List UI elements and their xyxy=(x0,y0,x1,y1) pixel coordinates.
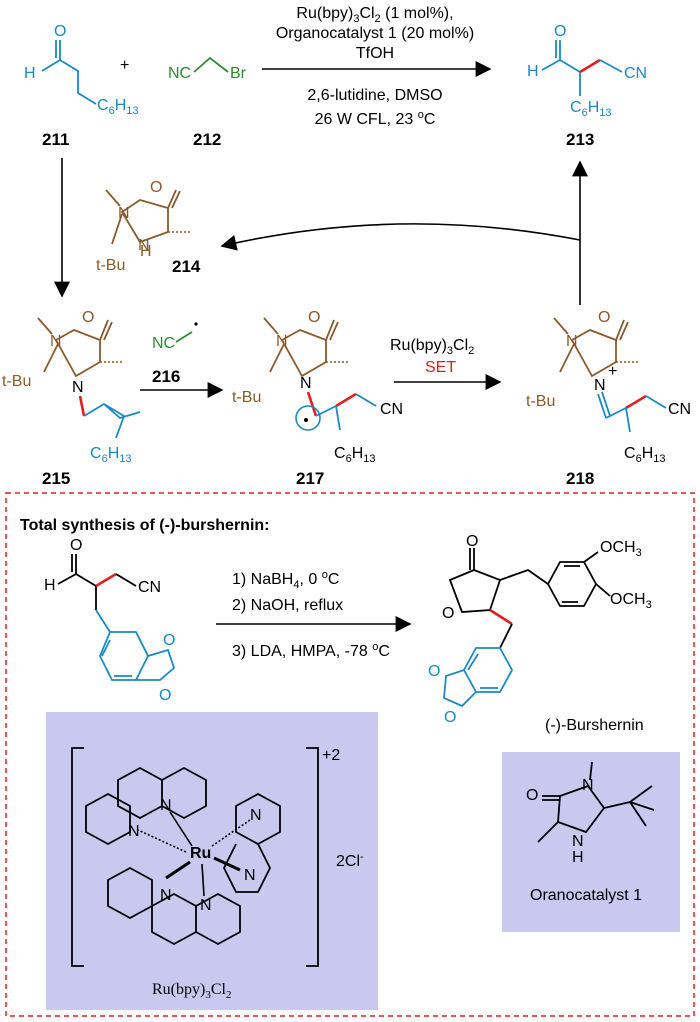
svg-text:H: H xyxy=(44,577,56,594)
svg-text:C6H13: C6H13 xyxy=(334,445,376,465)
cond-3: TfOH xyxy=(356,45,394,62)
svg-text:N: N xyxy=(138,237,150,254)
svg-text:N: N xyxy=(566,333,578,350)
label-212: 212 xyxy=(193,130,221,149)
svg-text:O: O xyxy=(598,309,610,326)
svg-text:N: N xyxy=(250,807,262,824)
svg-text:+: + xyxy=(608,363,617,380)
svg-text:N: N xyxy=(244,867,256,884)
svg-text:N: N xyxy=(128,823,140,840)
svg-text:O: O xyxy=(466,533,478,550)
svg-text:O: O xyxy=(444,709,456,726)
synthesis-box xyxy=(5,492,695,1017)
svg-text:CN: CN xyxy=(380,401,403,418)
svg-text:N: N xyxy=(160,887,172,904)
svg-text:OCH3: OCH3 xyxy=(610,591,652,611)
step-3: 3) LDA, HMPA, -78 oC xyxy=(232,641,390,660)
svg-text:O: O xyxy=(526,787,538,804)
svg-text:O: O xyxy=(163,632,175,649)
cond-2: Organocatalyst 1 (20 mol%) xyxy=(276,25,474,42)
svg-text:CN: CN xyxy=(624,65,647,82)
substituent-211: C6H13 xyxy=(97,97,139,117)
svg-text:N: N xyxy=(572,833,584,850)
ru-name: Ru(bpy)3Cl2 xyxy=(152,981,231,1001)
step-1: 1) NaBH4, 0 oC xyxy=(232,569,339,591)
svg-text:N: N xyxy=(50,333,62,350)
ru-reagent-mid: Ru(bpy)3Cl2 xyxy=(390,337,474,357)
svg-text:2Cl-: 2Cl- xyxy=(336,851,364,870)
svg-text:C6H13: C6H13 xyxy=(90,445,132,465)
svg-text:O: O xyxy=(442,605,454,622)
svg-text:C6H13: C6H13 xyxy=(624,445,666,465)
label-211: 211 xyxy=(42,130,69,149)
label-216: 216 xyxy=(152,367,180,386)
svg-text:N: N xyxy=(72,379,84,396)
compound-217: O N t-Bu N CN C6H13 xyxy=(232,309,403,465)
burshernin-precursor: H O CN O O xyxy=(44,537,175,704)
burshernin-product: O O OCH3 OCH3 O O xyxy=(428,533,652,726)
compound-214: O N H N t-Bu 214 xyxy=(96,179,201,276)
label-214: 214 xyxy=(172,257,201,276)
svg-text:t-Bu: t-Bu xyxy=(232,389,261,406)
compound-218: O N t-Bu N + CN C6H13 xyxy=(526,309,691,465)
svg-text:H: H xyxy=(527,63,539,80)
svg-text:CN: CN xyxy=(138,579,161,596)
label-215: 215 xyxy=(42,469,70,488)
svg-text:H: H xyxy=(572,849,584,866)
arrow-curved xyxy=(220,223,581,251)
aldehyde-h: H xyxy=(24,65,36,82)
svg-text:Ru: Ru xyxy=(190,845,211,862)
ru-complex: +2 2Cl- Ru N N N N N N xyxy=(71,747,364,967)
label-217: 217 xyxy=(296,469,324,488)
catalyst-name: Oranocatalyst 1 xyxy=(530,887,642,904)
svg-text:t-Bu: t-Bu xyxy=(526,393,555,410)
label-218: 218 xyxy=(566,469,594,488)
svg-text:N: N xyxy=(200,897,212,914)
compound-212: NC Br xyxy=(168,56,247,82)
svg-text:C6H13: C6H13 xyxy=(570,99,612,119)
burshernin-name: (-)-Burshernin xyxy=(545,717,644,734)
step-2: 2) NaOH, reflux xyxy=(232,597,343,614)
label-213: 213 xyxy=(566,130,594,149)
ru-panel xyxy=(46,712,378,1010)
plus-sign: + xyxy=(120,57,129,74)
svg-text:O: O xyxy=(159,687,171,704)
svg-text:+2: +2 xyxy=(322,747,340,764)
catalyst-panel xyxy=(502,752,680,932)
svg-text:O: O xyxy=(70,537,82,554)
cond-4: 2,6-lutidine, DMSO xyxy=(307,87,442,104)
svg-text:CN: CN xyxy=(668,401,691,418)
svg-text:O: O xyxy=(82,309,94,326)
compound-213: H O CN C6H13 xyxy=(527,23,647,119)
compound-215: O N t-Bu N C6H13 xyxy=(2,309,141,465)
nc-212: NC xyxy=(168,65,191,82)
svg-text:N: N xyxy=(118,205,130,222)
svg-text:OCH3: OCH3 xyxy=(600,539,642,559)
svg-text:O: O xyxy=(554,23,566,40)
svg-text:N: N xyxy=(300,375,312,392)
svg-text:t-Bu: t-Bu xyxy=(96,257,125,274)
br-212: Br xyxy=(230,65,247,82)
svg-text:O: O xyxy=(308,309,320,326)
svg-text:N: N xyxy=(582,777,594,794)
svg-text:O: O xyxy=(150,179,162,196)
cond-5: 26 W CFL, 23 oC xyxy=(315,109,436,128)
svg-text:H: H xyxy=(140,243,152,260)
svg-text:N: N xyxy=(160,797,172,814)
svg-text:N: N xyxy=(594,377,606,394)
svg-text:N: N xyxy=(276,333,288,350)
nc-216: NC xyxy=(152,335,175,352)
box-title: Total synthesis of (-)-burshernin: xyxy=(20,517,269,534)
svg-text:t-Bu: t-Bu xyxy=(2,373,31,390)
organocatalyst-1: O N N H xyxy=(526,761,655,866)
set-label: SET xyxy=(425,359,456,376)
aldehyde-o: O xyxy=(54,23,66,40)
cond-1: Ru(bpy)3Cl2 (1 mol%), xyxy=(296,5,453,25)
svg-text:O: O xyxy=(428,663,440,680)
